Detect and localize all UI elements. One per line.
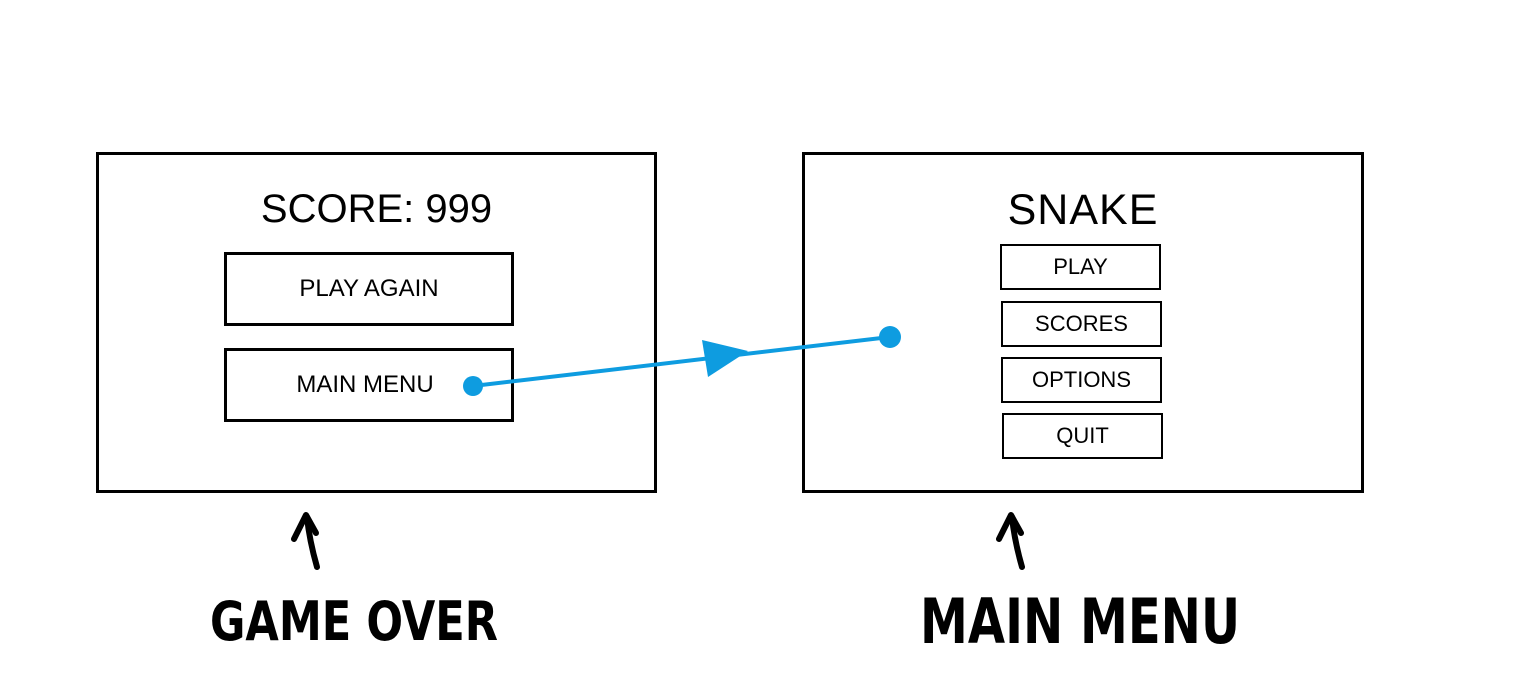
main-menu-label: MAIN MENU: [296, 371, 434, 398]
scores-label: SCORES: [1035, 311, 1128, 336]
main-menu-screen: SNAKE PLAY SCORES OPTIONS QUIT: [802, 152, 1364, 493]
quit-label: QUIT: [1056, 423, 1109, 448]
play-again-button[interactable]: PLAY AGAIN: [224, 252, 514, 326]
game-over-caption: GAME OVER: [200, 505, 620, 655]
play-button[interactable]: PLAY: [1000, 244, 1161, 290]
score-label: SCORE: 999: [260, 187, 493, 231]
main-menu-caption-text: MAIN MENU: [920, 585, 1240, 655]
quit-button[interactable]: QUIT: [1002, 413, 1163, 459]
options-label: OPTIONS: [1031, 367, 1131, 392]
flow-arrowhead-icon: [702, 340, 748, 377]
game-title: SNAKE: [1007, 186, 1159, 234]
play-again-label: PLAY AGAIN: [299, 275, 439, 302]
game-over-caption-text: GAME OVER: [210, 590, 498, 653]
up-arrow-icon: [291, 512, 320, 570]
game-over-screen: SCORE: 999 PLAY AGAIN MAIN MENU: [96, 152, 657, 493]
play-label: PLAY: [1053, 254, 1108, 279]
main-menu-button[interactable]: MAIN MENU: [224, 348, 514, 422]
up-arrow-icon: [996, 512, 1025, 570]
main-menu-caption: MAIN MENU: [905, 505, 1325, 655]
scores-button[interactable]: SCORES: [1001, 301, 1162, 347]
options-button[interactable]: OPTIONS: [1001, 357, 1162, 403]
